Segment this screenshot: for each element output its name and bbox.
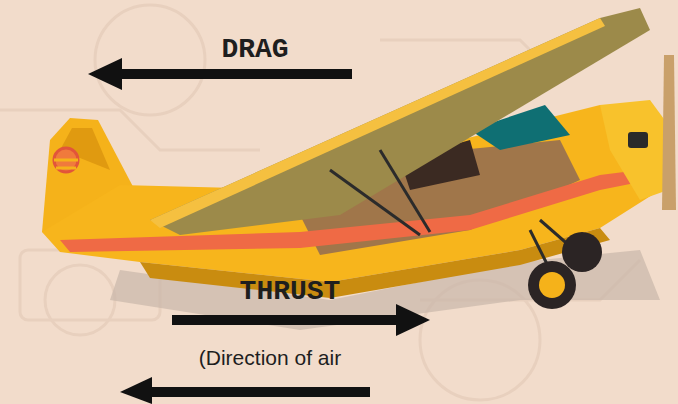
drag-arrow: [115, 69, 352, 79]
wheel-hub: [539, 272, 565, 298]
engine-vent: [628, 132, 648, 148]
wing-edge: [150, 18, 605, 228]
front-wheel: [528, 261, 576, 309]
force-arrows: [88, 58, 430, 404]
propeller: [662, 55, 676, 210]
wing-struts: [330, 150, 580, 280]
drag-arrowhead: [88, 58, 122, 90]
thrust-arrowhead: [396, 304, 430, 336]
engine-cowl: [600, 100, 672, 200]
force-label: DRAG: [140, 34, 370, 65]
thrust-arrow: [172, 315, 400, 325]
rear-wheel: [562, 232, 602, 272]
force-label: THRUST: [175, 276, 405, 307]
air-direction-label: (Direction of air: [150, 346, 390, 370]
air-arrowhead: [120, 377, 152, 404]
air-arrow: [148, 387, 370, 397]
tail-emblem: [54, 148, 78, 172]
